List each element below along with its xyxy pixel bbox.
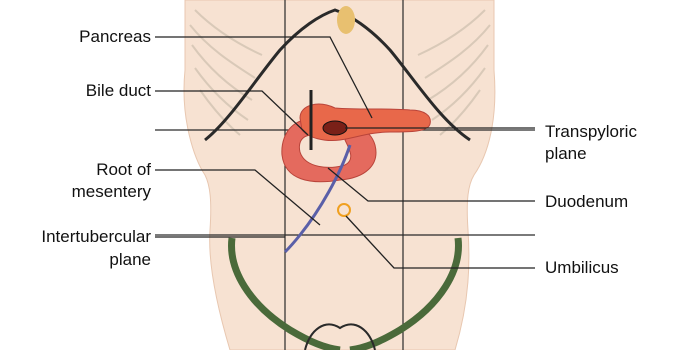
label-intertubercular-1: Intertubercular [41, 227, 151, 247]
label-transpyloric-2: plane [545, 144, 587, 164]
label-pancreas: Pancreas [79, 27, 151, 47]
label-transpyloric-1: Transpyloric [545, 122, 637, 142]
pylorus [323, 121, 347, 135]
label-root-of-mesentery-1: Root of [96, 160, 151, 180]
xiphoid [337, 6, 355, 34]
label-root-of-mesentery-2: mesentery [72, 182, 151, 202]
label-duodenum: Duodenum [545, 192, 628, 212]
label-umbilicus: Umbilicus [545, 258, 619, 278]
label-intertubercular-2: plane [109, 250, 151, 270]
label-bile-duct: Bile duct [86, 81, 151, 101]
